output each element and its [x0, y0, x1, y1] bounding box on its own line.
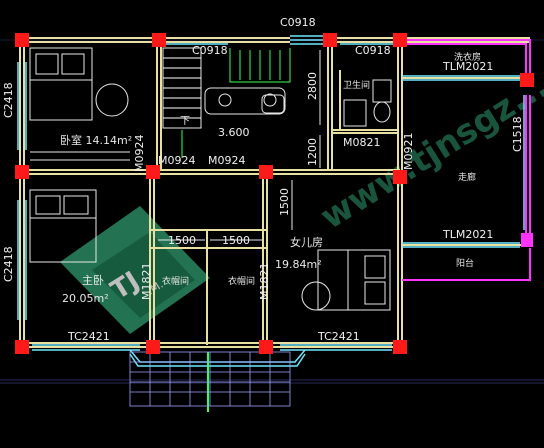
label-dim-1500-b: 1500 — [222, 234, 250, 247]
label-c2418-bottom: C2418 — [2, 246, 15, 282]
balcony-outline — [402, 39, 533, 281]
label-stair-down: 下 — [180, 116, 190, 127]
label-tc2421-right: TC2421 — [317, 330, 360, 343]
label-c0918-stair: C0918 — [192, 44, 228, 57]
label-balcony: 阳台 — [456, 257, 474, 269]
structural-columns — [15, 33, 534, 354]
dimension-lines — [158, 50, 321, 241]
bed-master — [29, 189, 97, 263]
lounge-furniture — [204, 87, 286, 115]
label-m0924-b: M0924 — [208, 154, 246, 167]
watermark-url: www.tjnsgz... — [314, 66, 544, 238]
bed-top-left — [29, 47, 130, 161]
label-tc2421-left: TC2421 — [67, 330, 110, 343]
label-m0921: M0921 — [402, 133, 415, 171]
label-corridor: 走廊 — [458, 171, 476, 183]
label-dim-2800: 2800 — [306, 72, 319, 100]
watermark-logo: TJ .M. — [60, 206, 210, 334]
label-bathroom: 卫生间 — [343, 79, 370, 91]
labels: C0918 C0918 C0918 C2418 C2418 C1518 卧室 1… — [2, 16, 524, 343]
bed-daughter — [301, 249, 391, 311]
label-c2418-top: C2418 — [2, 82, 15, 118]
label-closet-left: 衣帽间 — [162, 275, 189, 287]
bath-fixtures — [343, 79, 392, 127]
label-m0924-vertical: M0924 — [133, 135, 146, 173]
label-daughter-area: 19.84m² — [275, 258, 322, 271]
label-daughter-room: 女儿房 — [290, 235, 323, 249]
label-m0924-a: M0924 — [158, 154, 196, 167]
label-dim-1500-v: 1500 — [278, 188, 291, 216]
label-c0918-bath: C0918 — [355, 44, 391, 57]
label-master: 主卧 — [82, 274, 104, 287]
label-c1518: C1518 — [511, 116, 524, 152]
label-dim-1200: 1200 — [306, 138, 319, 166]
label-tlm2021-bottom: TLM2021 — [442, 228, 493, 241]
label-m1821-left: M1821 — [140, 263, 153, 301]
label-m1821-right: M1821 — [258, 263, 271, 301]
label-bedroom: 卧室 14.14m² — [60, 133, 132, 147]
label-laundry: 洗衣房 — [454, 51, 481, 63]
staircase — [162, 47, 202, 129]
label-tlm2021-top: TLM2021 — [442, 60, 493, 73]
label-dim-1500-a: 1500 — [168, 234, 196, 247]
label-master-area: 20.05m² — [62, 292, 109, 305]
windows — [17, 35, 525, 367]
label-m0821: M0821 — [343, 136, 381, 149]
entry-steps — [129, 351, 291, 407]
label-closet-right: 衣帽间 — [228, 275, 255, 287]
label-c0918-top: C0918 — [280, 16, 316, 29]
label-level-3600: 3.600 — [218, 126, 250, 139]
